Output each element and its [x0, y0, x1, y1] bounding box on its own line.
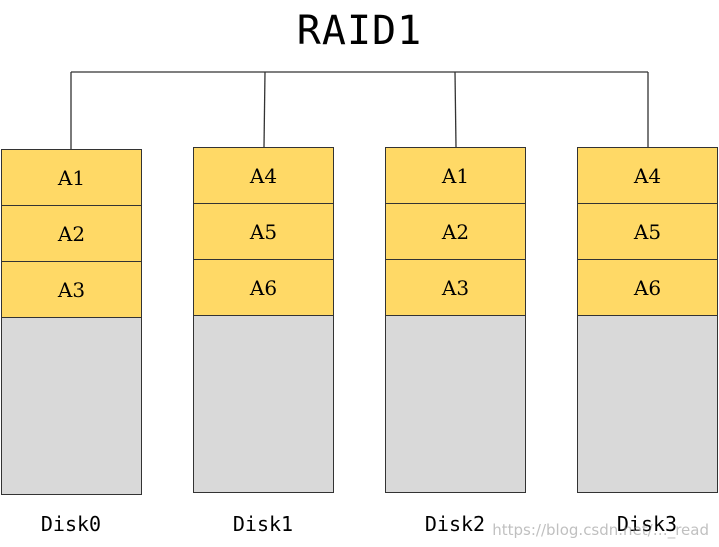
disk-2: A1 A2 A3	[385, 147, 526, 493]
data-block: A5	[578, 204, 717, 260]
connector-disk1	[263, 71, 266, 148]
data-block: A4	[194, 148, 333, 204]
data-block: A5	[194, 204, 333, 260]
data-block: A1	[2, 150, 141, 206]
disk-label: Disk3	[616, 512, 678, 536]
disk-3: A4 A5 A6	[577, 147, 718, 493]
data-block: A6	[578, 260, 717, 316]
diagram-title: RAID1	[296, 8, 423, 54]
data-block: A2	[386, 204, 525, 260]
connector-disk2	[454, 71, 457, 148]
data-block: A4	[578, 148, 717, 204]
data-block: A2	[2, 206, 141, 262]
data-block: A3	[2, 262, 141, 318]
disk-label: Disk1	[232, 512, 294, 536]
disk-0: A1 A2 A3	[1, 149, 142, 495]
data-block: A6	[194, 260, 333, 316]
data-block: A3	[386, 260, 525, 316]
disk-label: Disk2	[424, 512, 486, 536]
data-block: A1	[386, 148, 525, 204]
watermark: https://blog.csdn.net/…_read	[492, 521, 709, 539]
disk-1: A4 A5 A6	[193, 147, 334, 493]
disk-label: Disk0	[40, 512, 102, 536]
